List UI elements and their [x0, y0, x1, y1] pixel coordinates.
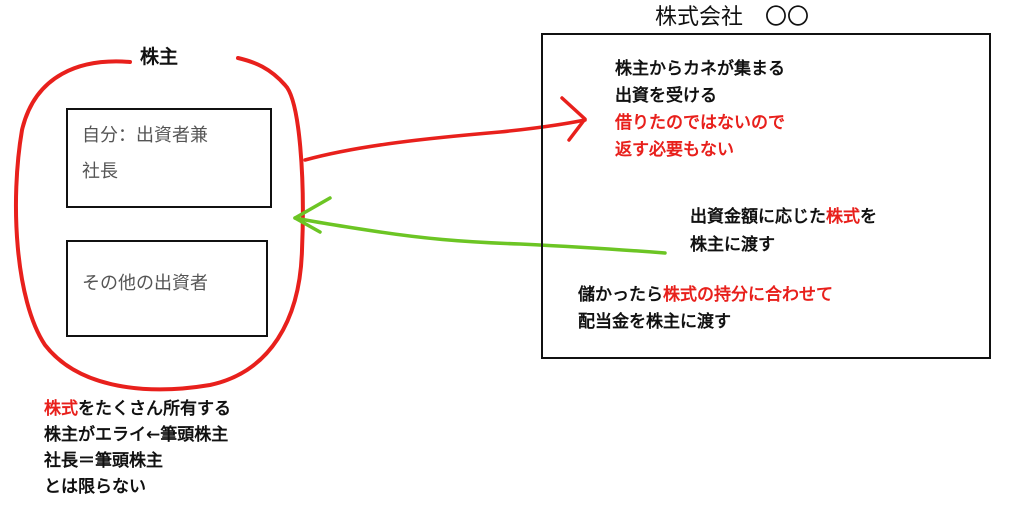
other-investors-label: その他の出資者 — [82, 273, 208, 294]
green-arrowhead-icon — [293, 196, 332, 234]
company-text-3: 借りたのではないので — [615, 113, 785, 133]
text-red: 株式の持分に合わせて — [663, 285, 833, 305]
red-arrow-line — [303, 118, 587, 162]
other-investors-box: その他の出資者 — [66, 240, 268, 337]
company-text-2: 出資を受ける — [615, 86, 717, 106]
self-box-line2: 社長 — [82, 161, 118, 182]
self-box-line1: 自分：出資者兼 — [82, 125, 208, 146]
company-box — [541, 33, 991, 359]
red-arrowhead-icon — [560, 96, 587, 142]
note-line4: とは限らない — [44, 477, 146, 497]
self-box: 自分：出資者兼 社長 — [66, 108, 272, 208]
text: を — [860, 207, 877, 227]
note-line1: 株式をたくさん所有する — [44, 396, 231, 423]
stock-issue-line2: 株主に渡す — [690, 235, 775, 255]
dividend-line1: 儲かったら株式の持分に合わせて — [578, 282, 833, 309]
dividend-line2: 配当金を株主に渡す — [578, 312, 731, 332]
company-title: 株式会社 〇〇 — [655, 5, 810, 30]
text-red: 株式 — [826, 207, 860, 227]
note-line2: 株主がエライ←筆頭株主 — [44, 425, 229, 445]
text: 出資金額に応じた — [690, 207, 826, 227]
text: をたくさん所有する — [78, 399, 231, 419]
shareholder-circle — [13, 56, 305, 392]
company-text-4: 返す必要もない — [615, 140, 734, 160]
shareholders-label: 株主 — [140, 46, 179, 68]
stock-issue-line1: 出資金額に応じた株式を — [690, 204, 877, 231]
note-line3: 社長＝筆頭株主 — [44, 451, 163, 471]
company-text-1: 株主からカネが集まる — [615, 59, 785, 79]
green-arrow-line — [293, 216, 667, 255]
text: 儲かったら — [578, 285, 663, 305]
text-red: 株式 — [44, 399, 78, 419]
